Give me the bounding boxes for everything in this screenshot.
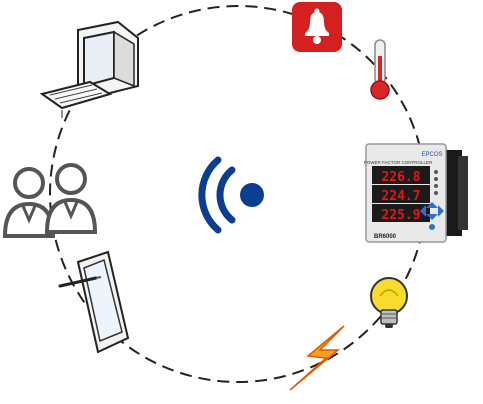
users-group-icon xyxy=(2,163,98,238)
wireless-signal-icon xyxy=(198,156,264,234)
meter-model: BR6000 xyxy=(374,234,397,240)
light-bulb-icon xyxy=(370,277,408,328)
meter-reading-2: 224.7 xyxy=(381,189,420,204)
meter-brand: EPCOS xyxy=(421,152,442,158)
alarm-bell-icon xyxy=(292,2,342,52)
meter-reading-3: 225.9 xyxy=(381,208,420,223)
meter-header: POWER FACTOR CONTROLLER xyxy=(364,160,433,165)
power-meter-device: EPCOS POWER FACTOR CONTROLLER 226.8 224.… xyxy=(364,143,468,243)
meter-indicator-leds xyxy=(434,170,438,195)
desktop-computer-icon xyxy=(39,20,139,118)
thermometer-icon xyxy=(370,39,390,100)
tablet-stylus-icon xyxy=(58,250,130,354)
lightning-bolt-icon xyxy=(289,325,345,391)
meter-reading-1: 226.8 xyxy=(381,170,420,185)
meter-keypad xyxy=(420,202,444,230)
